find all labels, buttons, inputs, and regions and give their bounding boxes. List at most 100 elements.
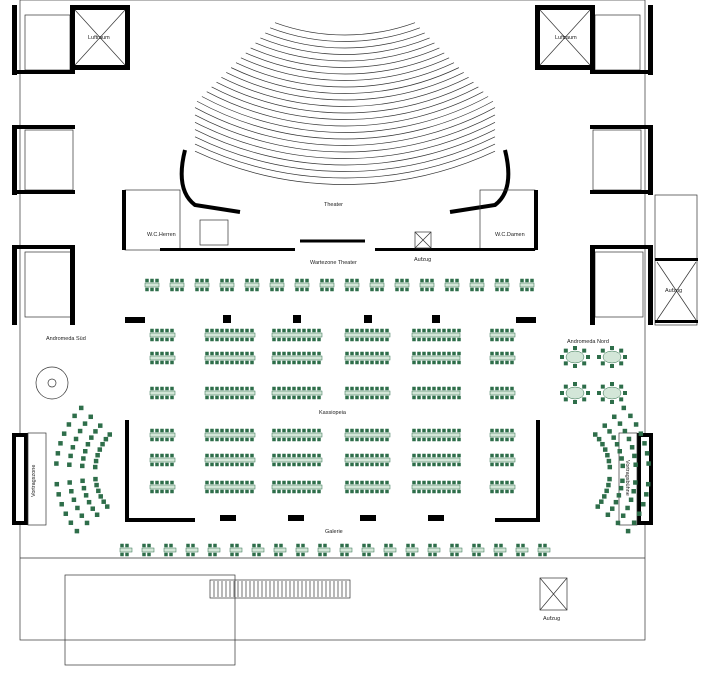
chair <box>180 287 184 292</box>
chair <box>495 428 499 433</box>
building-outline <box>19 0 646 641</box>
chair <box>644 492 649 497</box>
chair <box>350 328 354 333</box>
chair <box>292 337 296 342</box>
chair <box>205 386 209 391</box>
luftraum-left-box <box>70 5 130 70</box>
vortragszone-box <box>12 432 47 526</box>
chair <box>250 351 254 356</box>
chair <box>375 328 379 333</box>
chair <box>380 337 384 342</box>
chair <box>619 397 624 402</box>
chair <box>325 278 329 283</box>
chair <box>150 480 154 485</box>
chair <box>610 382 614 386</box>
chair <box>165 386 169 391</box>
chair <box>480 278 484 283</box>
bottom-staircase <box>209 579 351 599</box>
chair <box>430 278 434 283</box>
chair <box>380 287 384 292</box>
chair <box>437 480 441 485</box>
table <box>411 432 461 438</box>
chair <box>205 278 209 283</box>
chair <box>432 360 436 365</box>
chair <box>279 552 283 557</box>
theater-seat-row <box>230 67 460 94</box>
chair <box>457 328 461 333</box>
chair <box>422 462 426 467</box>
table <box>494 282 510 288</box>
table <box>489 457 516 463</box>
chair <box>297 462 301 467</box>
chair <box>307 351 311 356</box>
chair <box>277 351 281 356</box>
chair <box>417 395 421 400</box>
chair <box>614 442 620 447</box>
chair <box>250 386 254 391</box>
chair <box>452 480 456 485</box>
chair <box>592 432 598 437</box>
chair <box>208 552 212 557</box>
chair <box>350 278 354 283</box>
chair <box>605 512 611 518</box>
chair <box>370 489 374 494</box>
chair <box>205 480 209 485</box>
chair <box>505 287 509 292</box>
chair <box>620 513 626 518</box>
chair <box>205 437 209 442</box>
chair <box>427 489 431 494</box>
table <box>185 547 199 553</box>
chair <box>345 337 349 342</box>
chair <box>55 451 61 456</box>
chair <box>505 337 509 342</box>
table <box>471 547 485 553</box>
chair <box>225 437 229 442</box>
wc-damen-room <box>479 189 536 251</box>
table <box>344 332 391 338</box>
chair <box>447 337 451 342</box>
chair <box>505 386 509 391</box>
theater-seat-row <box>194 129 496 166</box>
chair <box>215 480 219 485</box>
chair <box>600 397 605 402</box>
chair <box>490 489 494 494</box>
chair <box>150 360 154 365</box>
table <box>317 547 331 553</box>
chair <box>452 386 456 391</box>
chair <box>490 462 494 467</box>
chair <box>422 428 426 433</box>
chair <box>213 543 217 548</box>
label-andromeda-sued: Andromeda Süd <box>46 336 86 342</box>
chair <box>375 351 379 356</box>
chair <box>155 328 159 333</box>
chair <box>81 485 87 491</box>
chair <box>74 528 80 534</box>
chair <box>318 552 322 557</box>
table <box>344 390 391 396</box>
table <box>489 484 516 490</box>
chair <box>210 453 214 458</box>
chair <box>61 431 67 436</box>
chair <box>452 437 456 442</box>
chair <box>633 462 638 467</box>
chair <box>170 462 174 467</box>
chair <box>274 543 278 548</box>
vortragsbuehne-box <box>618 432 653 526</box>
chair <box>642 441 647 446</box>
chair <box>432 437 436 442</box>
chair <box>457 386 461 391</box>
chair <box>452 360 456 365</box>
chair <box>287 337 291 342</box>
label-galerie: Galerie <box>325 529 343 535</box>
chair <box>437 437 441 442</box>
chair <box>101 499 106 504</box>
table <box>273 547 287 553</box>
chair <box>287 395 291 400</box>
chair <box>250 437 254 442</box>
chair <box>563 348 568 353</box>
chair <box>165 337 169 342</box>
chair <box>67 462 72 467</box>
chair <box>510 462 514 467</box>
chair <box>274 552 278 557</box>
